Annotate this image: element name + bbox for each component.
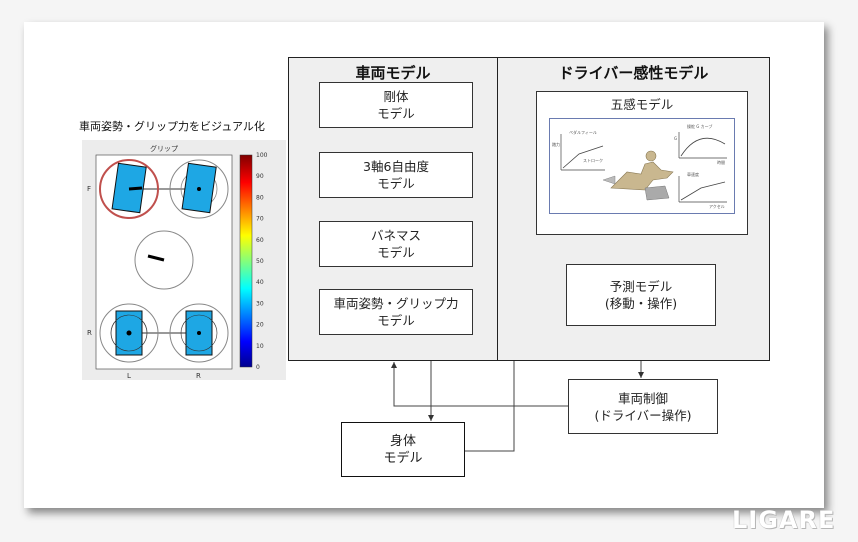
box-line: バネマス [370,228,421,243]
colorbar-tick-label: 70 [256,216,264,223]
colorbar-tick-label: 90 [256,173,264,180]
inset-label: 時間 [717,159,725,165]
box-line: (移動・操作) [604,296,678,311]
inset-label: ペダルフィール [569,129,597,135]
colorbar-tick-label: 100 [256,152,268,159]
box-line: 3軸6自由度 [363,159,429,174]
colorbar [239,154,253,368]
attitude-grip-model-box: 車両姿勢・グリップ力 モデル [319,289,473,335]
box-line: 車両制御 [617,390,668,406]
box-line: 車両姿勢・グリップ力 [333,296,459,311]
spring-mass-model-box: バネマス モデル [319,221,473,267]
grip-visual-chart: グリップ F R L R [82,140,286,380]
vehicle-model-title: 車両モデル [355,64,431,82]
box-line: 身体 [389,433,416,449]
box-line: 予測モデル [609,279,673,294]
inset-label: 車速度 [687,171,699,177]
box-line: モデル [377,176,415,191]
row-label-rear: R [87,329,92,337]
six-dof-model-box: 3軸6自由度 モデル [319,152,473,198]
body-model-box: 身体 モデル [341,422,465,477]
col-label-right: R [196,372,201,380]
inset-label: 操舵 G カーブ [687,123,712,129]
colorbar-tick-label: 30 [256,300,264,307]
colorbar-tick-label: 40 [256,279,264,286]
body-attitude-vector [147,254,165,262]
row-label-front: F [87,185,91,193]
box-line: モデル [377,106,415,121]
prediction-model-box: 予測モデル (移動・操作) [566,264,716,326]
five-senses-model-box: 五感モデル ペダルフィール 踏力 ストローク 操舵 G カーブ G 時間 [536,91,748,235]
inset-label: アクセル [709,203,725,209]
five-senses-title: 五感モデル [610,97,674,112]
box-line: 剛体 [383,89,409,104]
five-senses-illustration: ペダルフィール 踏力 ストローク 操舵 G カーブ G 時間 車速度 アクセル [549,118,735,214]
vehicle-control-box: 車両制御 (ドライバー操作) [568,379,718,434]
box-line: モデル [377,313,415,328]
colorbar-tick-label: 50 [256,258,264,265]
box-line: (ドライバー操作) [594,407,692,423]
inset-label: 踏力 [552,141,560,147]
inset-label: G [674,136,677,141]
box-line: モデル [383,450,423,466]
grip-chart-title: グリップ [150,144,178,153]
rigid-body-model-box: 剛体 モデル [319,82,473,128]
diagram-card: 車両姿勢・グリップ力をビジュアル化 グリップ F R L R [24,22,824,508]
arrow-control-to-vehicle [391,362,568,407]
grip-visual-title: 車両姿勢・グリップ力をビジュアル化 [79,120,265,133]
colorbar-tick-label: 60 [256,237,264,244]
watermark-logo: LIGARE [732,506,836,534]
colorbar-tick-label: 20 [256,322,264,329]
tire-rear-left [115,310,143,356]
col-label-left: L [127,372,131,380]
inset-label: ストローク [583,157,603,163]
box-line: モデル [377,245,415,260]
colorbar-tick-label: 0 [256,364,260,371]
colorbar-tick-label: 10 [256,343,264,350]
driver-model-title: ドライバー感性モデル [558,64,709,82]
colorbar-tick-label: 80 [256,194,264,201]
